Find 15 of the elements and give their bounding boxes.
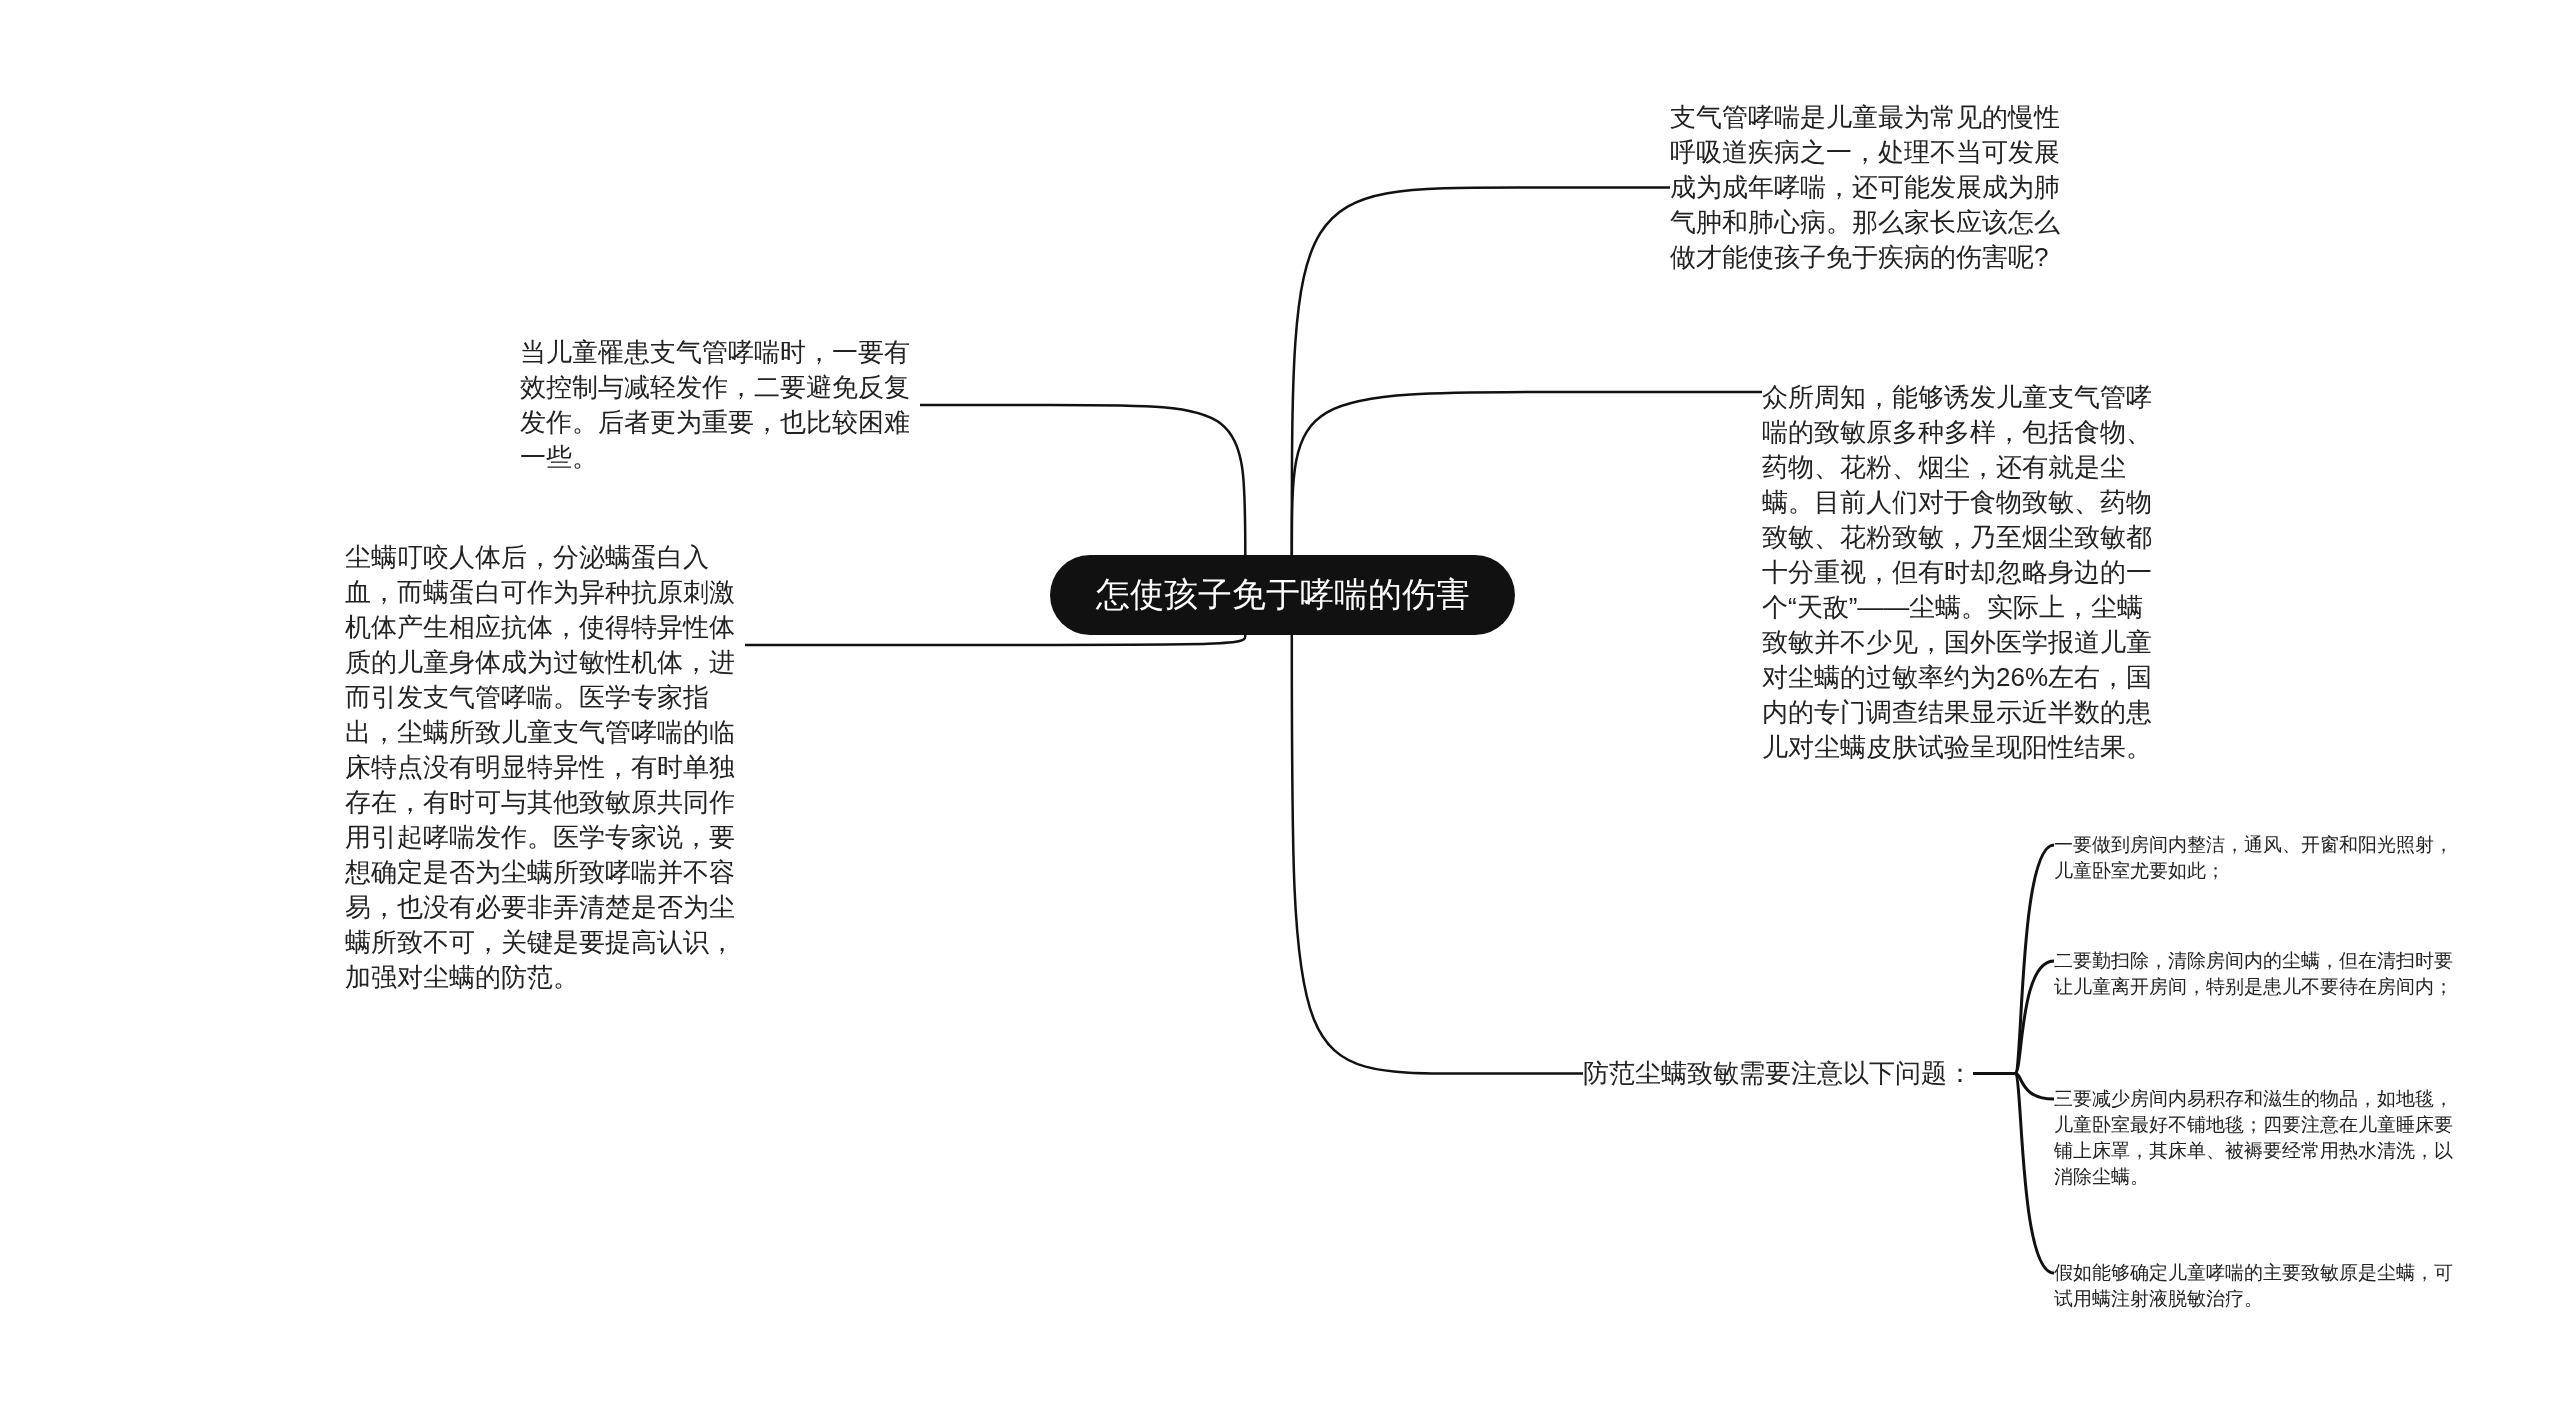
topic-text: 三要减少房间内易积存和滋生的物品，如地毯，儿童卧室最好不铺地毯；四要注意在儿童睡床要铺上床罩，其床单、被褥要经常用热水清洗，以消除尘螨。 — [2054, 1086, 2466, 1190]
topic-text: 假如能够确定儿童哮喘的主要致敏原是尘螨，可试用螨注射液脱敏治疗。 — [2054, 1260, 2466, 1312]
topic-text: 一要做到房间内整洁，通风、开窗和阳光照射，儿童卧室尤要如此； — [2054, 832, 2466, 884]
topic-text: 众所周知，能够诱发儿童支气管哮喘的致敏原多种多样，包括食物、药物、花粉、烟尘，还有就是尘螨。目前人们对于食物致敏、药物致敏、花粉致敏，乃至烟尘致敏都十分重视，但有时却忽略身边的一个“天敌”——尘螨。实际上，尘螨致敏并不少见，国外医学报道儿童对尘螨的过敏率约为26%左右，国内的专门调查结果显示近半数的患儿对尘螨皮肤试验呈现阳性结果。 — [1762, 380, 2162, 765]
topic-text: 尘螨叮咬人体后，分泌螨蛋白入血，而螨蛋白可作为异种抗原刺激机体产生相应抗体，使得特异性体质的儿童身体成为过敏性机体，进而引发支气管哮喘。医学专家指出，尘螨所致儿童支气管哮喘的临床特点没有明显特异性，有时单独存在，有时可与其他致敏原共同作用引起哮喘发作。医学专家说，要想确定是否为尘螨所致哮喘并不容易，也没有必要非弄清楚是否为尘螨所致不可，关键是要提高认识，加强对尘螨的防范。 — [345, 540, 745, 995]
branch-line — [1290, 390, 1762, 555]
central-topic: 怎使孩子免于哮喘的伤害 — [1050, 555, 1515, 635]
topic-text: 二要勤扫除，清除房间内的尘螨，但在清扫时要让儿童离开房间，特别是患儿不要待在房间内； — [2054, 948, 2466, 1000]
topic-text: 防范尘螨致敏需要注意以下问题： — [1583, 1056, 1973, 1091]
topic-text: 支气管哮喘是儿童最为常见的慢性呼吸道疾病之一，处理不当可发展成为成年哮喘，还可能发展成为肺气肿和肺心病。那么家长应该怎么做才能使孩子免于疾病的伤害呢? — [1670, 100, 2070, 275]
branch-line — [745, 634, 1247, 647]
topic-text: 当儿童罹患支气管哮喘时，一要有效控制与减轻发作，二要避免反复发作。后者更为重要，也比较困难一些。 — [520, 335, 920, 475]
branch-line — [920, 403, 1247, 555]
branch-line — [1290, 635, 1583, 1075]
branch-line — [1973, 1072, 2055, 1275]
